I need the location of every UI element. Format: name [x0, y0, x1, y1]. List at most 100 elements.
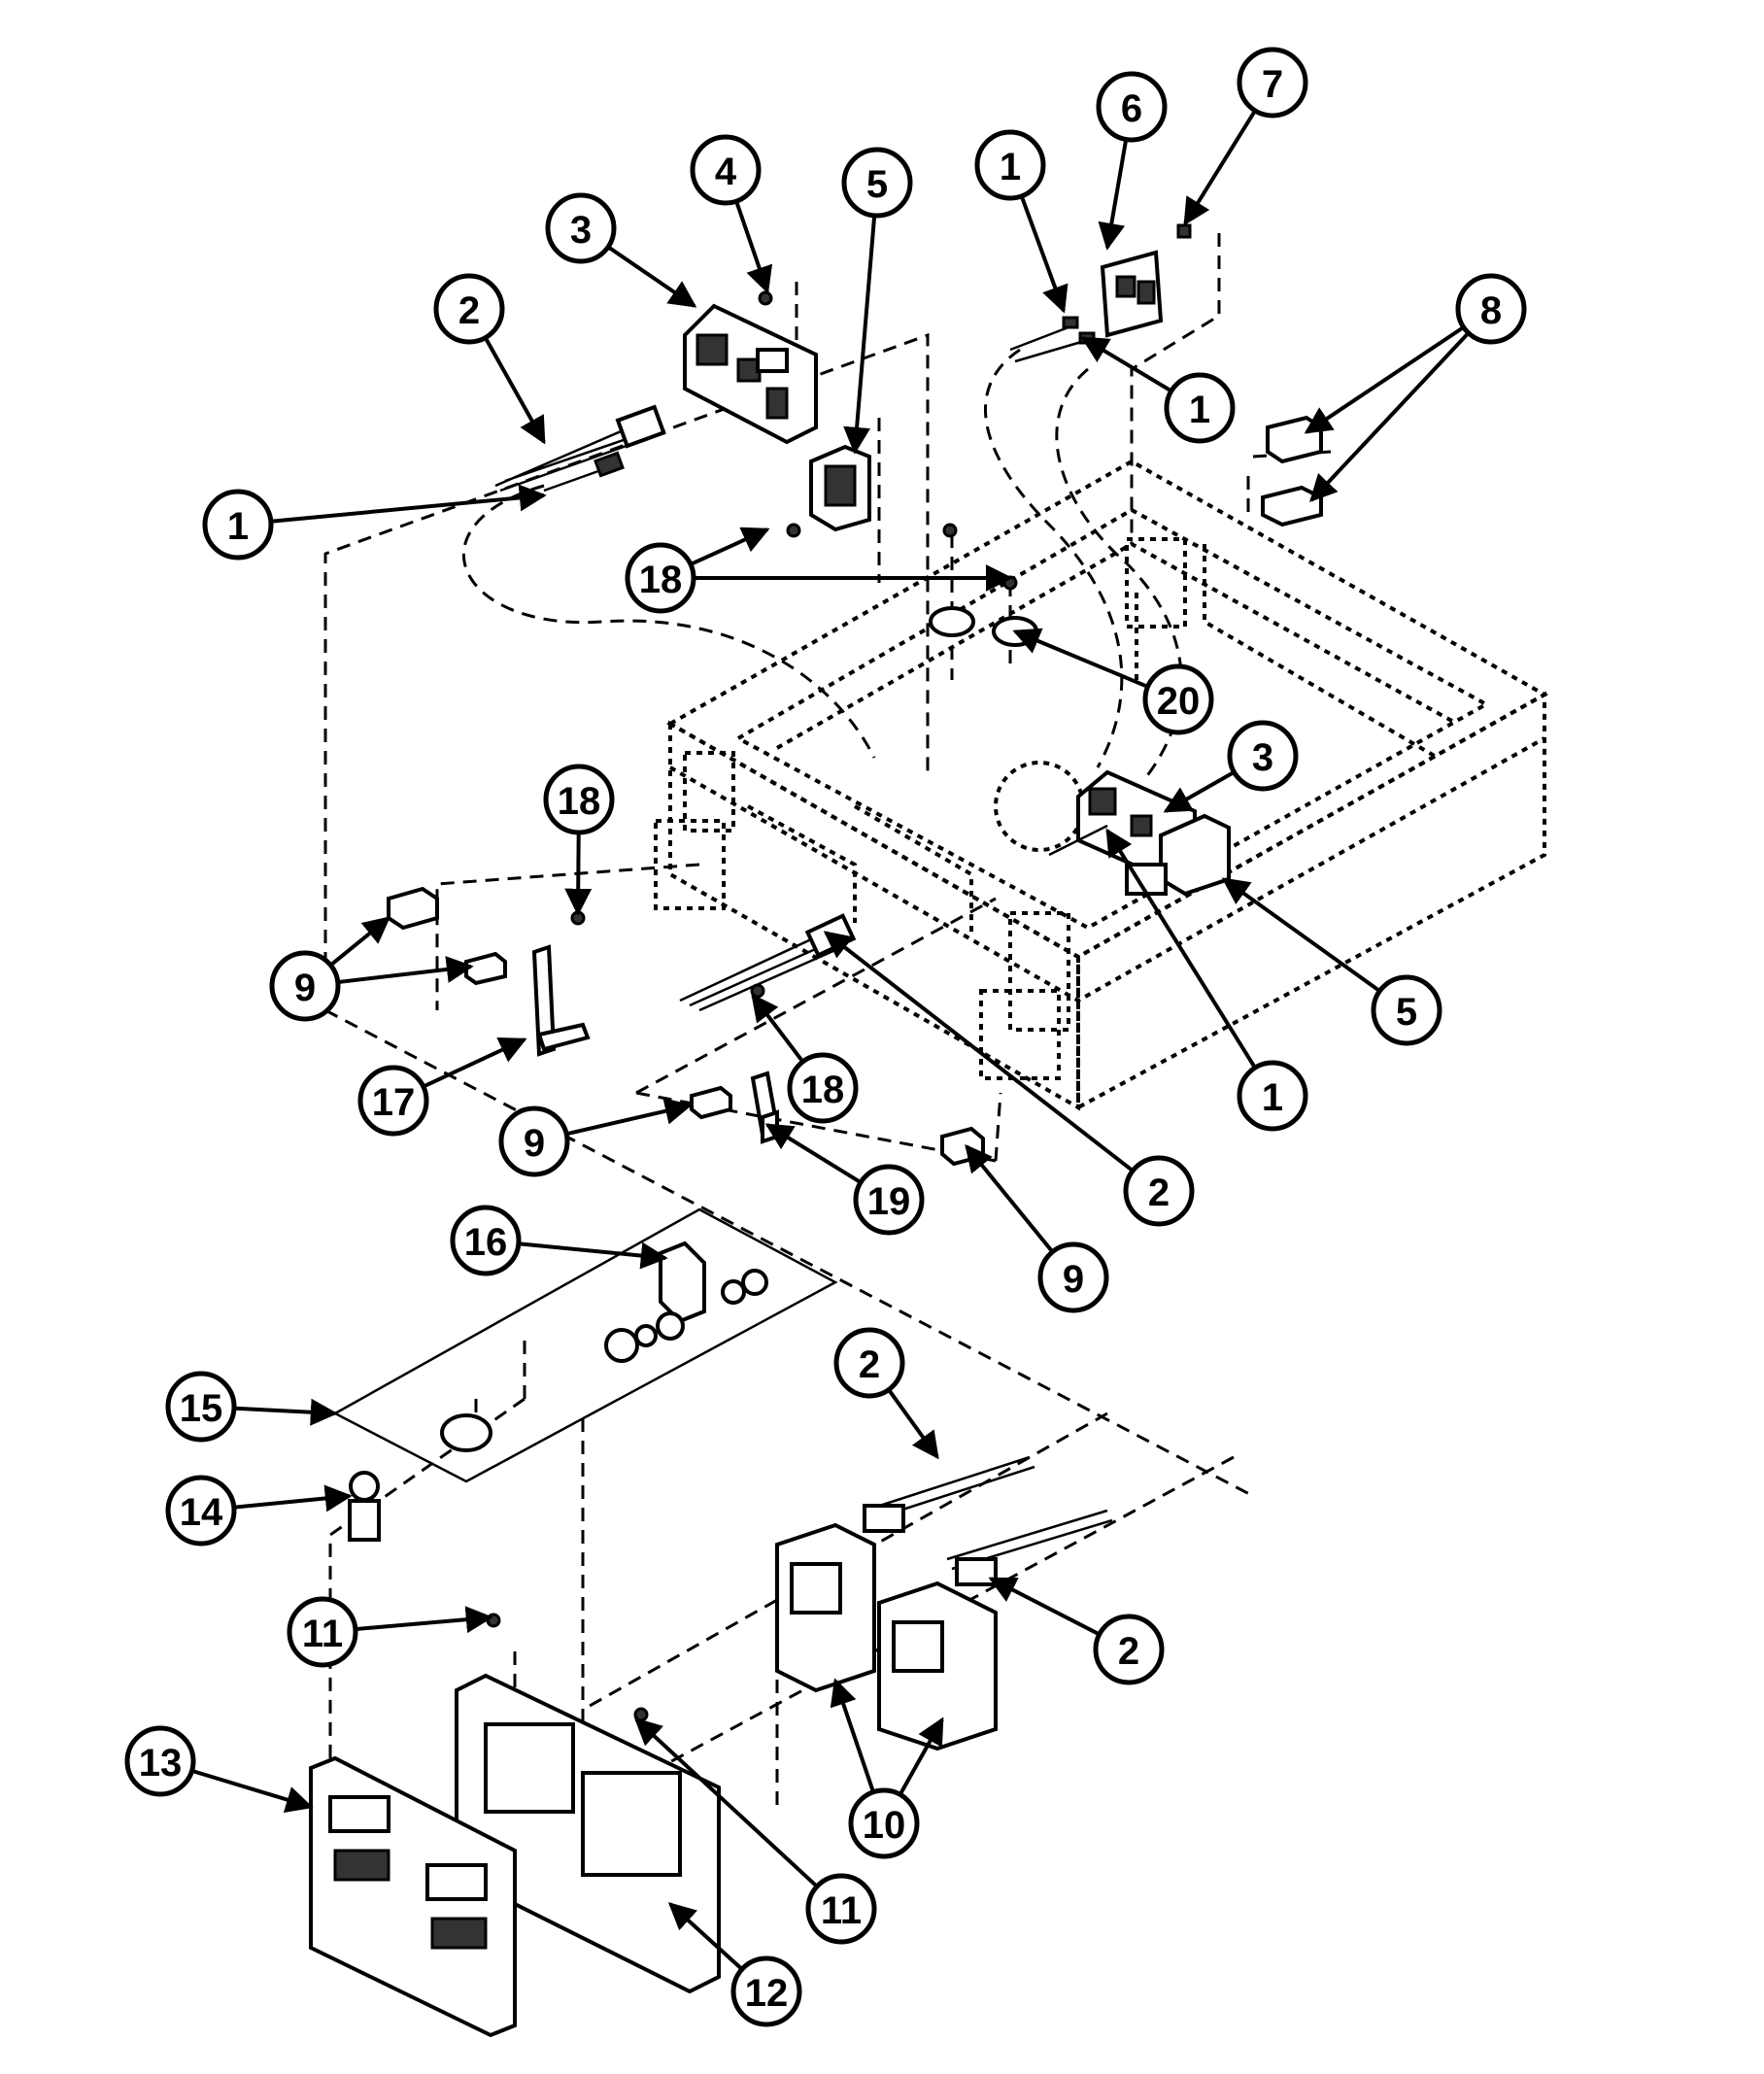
callout-circle	[625, 542, 696, 614]
control-panel-overlay	[309, 1755, 517, 2038]
leader-line	[988, 1577, 1101, 1637]
callout-circle	[848, 1787, 920, 1859]
callout-number: 11	[302, 1613, 343, 1655]
switches	[387, 886, 985, 1167]
callout-circle	[1093, 1614, 1165, 1685]
fastener-upper-right	[1176, 223, 1192, 239]
clips	[1261, 415, 1323, 527]
callout-number: 1	[1000, 146, 1021, 188]
callout-5: 5	[841, 147, 913, 219]
relay-board-upper-right	[1100, 250, 1164, 338]
callout-14: 14	[165, 1475, 237, 1547]
callout-number: 1	[1262, 1076, 1283, 1119]
leader-line	[823, 931, 1135, 1173]
leader-lines	[190, 109, 1471, 1971]
callout-3: 3	[545, 192, 617, 264]
callout-circle	[1123, 1155, 1195, 1227]
callout-circle	[1227, 720, 1299, 792]
callout-circle	[690, 134, 762, 206]
leader-line	[233, 1398, 338, 1426]
callout-circle	[833, 1327, 905, 1399]
leader-line	[329, 916, 391, 968]
callout-number: 9	[294, 967, 316, 1009]
callout-9: 9	[269, 950, 341, 1022]
callout-18: 18	[543, 764, 615, 835]
callout-circle	[1237, 1060, 1308, 1132]
leader-line	[233, 1484, 353, 1513]
leader-line	[764, 1123, 863, 1184]
callout-circle	[269, 950, 341, 1022]
screw-upper	[758, 290, 773, 306]
transformer-upper	[809, 444, 871, 532]
leader-line	[898, 1717, 944, 1796]
callout-11: 11	[287, 1596, 358, 1668]
callout-number: 1	[227, 505, 249, 548]
leader-line	[518, 1241, 668, 1270]
leader-line	[483, 336, 546, 445]
callout-11: 11	[805, 1873, 877, 1945]
callout-circle	[357, 1065, 429, 1137]
callout-16: 16	[450, 1205, 522, 1276]
callout-circle	[1455, 273, 1527, 345]
wire-harness-upper-left	[494, 404, 666, 493]
leader-line	[355, 1606, 493, 1634]
callout-circle	[1037, 1241, 1109, 1313]
leader-line	[1163, 770, 1236, 813]
leader-line	[667, 1902, 744, 1971]
callout-number: 16	[464, 1221, 508, 1264]
callout-circle	[450, 1205, 522, 1276]
leader-line	[1183, 109, 1257, 226]
callout-4: 4	[690, 134, 762, 206]
callout-12: 12	[730, 1955, 802, 2027]
leader-line	[830, 1678, 875, 1793]
callout-9: 9	[498, 1105, 570, 1177]
wire-harness-lower	[863, 1455, 1113, 1586]
callout-circle	[1142, 663, 1214, 735]
switch-bracket-17	[531, 944, 591, 1057]
callout-number: 14	[180, 1491, 223, 1534]
callout-number: 10	[863, 1804, 906, 1847]
callout-circle	[1164, 372, 1236, 444]
callout-2: 2	[433, 273, 505, 345]
leader-line	[1105, 828, 1257, 1070]
callout-17: 17	[357, 1065, 429, 1137]
callout-circle	[202, 489, 274, 561]
callout-number: 15	[180, 1387, 223, 1430]
callout-number: 2	[859, 1343, 880, 1386]
callout-circle	[498, 1105, 570, 1177]
leader-line	[1309, 331, 1471, 503]
leader-line	[1019, 195, 1069, 314]
callout-circle	[543, 764, 615, 835]
leader-line	[1304, 325, 1465, 434]
callout-number: 20	[1157, 680, 1201, 723]
callout-5: 5	[1371, 974, 1442, 1046]
callout-number: 6	[1121, 87, 1142, 130]
callout-circle	[165, 1475, 237, 1547]
leader-line	[337, 956, 474, 985]
leader-line	[1012, 628, 1149, 689]
hardware-kit-outline	[332, 1207, 838, 1483]
callout-number: 18	[558, 780, 601, 823]
callout-19: 19	[853, 1164, 925, 1236]
leader-line	[190, 1768, 314, 1814]
leader-line	[565, 1098, 693, 1137]
callout-number: 17	[372, 1081, 416, 1124]
callout-number: 18	[801, 1069, 845, 1111]
callout-number: 18	[639, 559, 683, 601]
callout-circle	[787, 1052, 859, 1124]
leader-line	[887, 1388, 939, 1460]
callout-number: 5	[866, 163, 888, 206]
callout-number: 1	[1189, 389, 1210, 431]
callout-circle	[545, 192, 617, 264]
leader-line	[1221, 877, 1381, 993]
control-panel-frame	[455, 1673, 721, 1994]
callout-number: 5	[1396, 991, 1417, 1034]
leader-line	[690, 527, 770, 566]
lock-bracket-hardware	[604, 1241, 768, 1363]
leader-line	[422, 1037, 527, 1089]
callout-6: 6	[1096, 71, 1168, 143]
callout-number: 9	[1063, 1258, 1084, 1301]
leader-line	[734, 200, 773, 294]
callout-circle	[165, 1371, 237, 1443]
callout-1: 1	[1164, 372, 1236, 444]
